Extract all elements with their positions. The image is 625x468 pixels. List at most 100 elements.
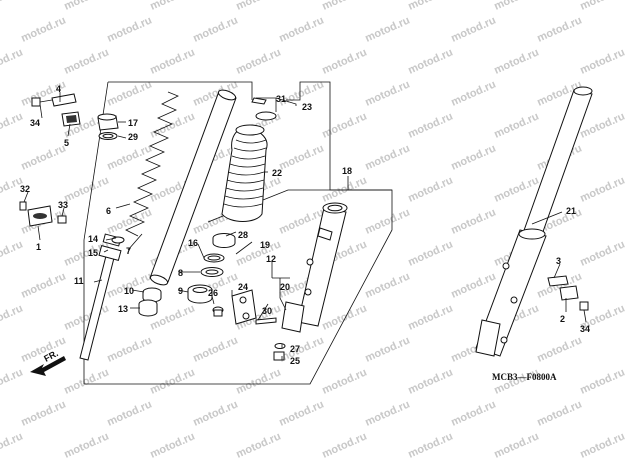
callout-12: 12 xyxy=(266,254,276,264)
watermark-text: motod.ru xyxy=(62,302,110,332)
watermark-text: motod.ru xyxy=(578,0,625,13)
watermark-text: motod.ru xyxy=(277,334,325,364)
callout-8: 8 xyxy=(178,268,183,278)
watermark-text: motod.ru xyxy=(19,270,67,300)
back-up-ring-16 xyxy=(203,253,225,263)
watermark-text: motod.ru xyxy=(406,302,454,332)
callout-13: 13 xyxy=(118,304,128,314)
watermark-text: motod.ru xyxy=(320,366,368,396)
callout-26: 26 xyxy=(208,288,218,298)
nut-33 xyxy=(57,215,67,224)
watermark-text: motod.ru xyxy=(578,430,625,460)
callout-labels: 4 34 5 17 29 6 7 14 15 11 10 13 9 8 16 2… xyxy=(20,84,590,366)
speedometer-cable-clamp-1 xyxy=(27,205,53,227)
watermark-text: motod.ru xyxy=(148,46,196,76)
caliper-bracket xyxy=(231,289,257,325)
watermark-text: motod.ru xyxy=(19,14,67,44)
watermark-text: motod.ru xyxy=(363,270,411,300)
callout-25: 25 xyxy=(290,356,300,366)
bolt-34-right xyxy=(579,301,589,311)
bolt-25 xyxy=(273,351,285,361)
o-ring-29 xyxy=(98,132,118,140)
fork-slider-bushing-13 xyxy=(138,299,158,317)
callout-14: 14 xyxy=(88,234,98,244)
watermark-text: motod.ru xyxy=(0,430,25,460)
dust-seal-28 xyxy=(212,233,236,248)
watermark-text: motod.ru xyxy=(0,366,25,396)
front-direction-arrow xyxy=(30,356,66,376)
callout-34-left: 34 xyxy=(30,118,40,128)
watermark-text: motod.ru xyxy=(105,142,153,172)
watermark-text: motod.ru xyxy=(234,46,282,76)
brake-hose-clamp-4 xyxy=(51,93,77,107)
watermark-text: motod.ru xyxy=(363,206,411,236)
watermark-text: motod.ru xyxy=(449,78,497,108)
watermark-text: motod.ru xyxy=(0,0,25,13)
callout-20: 20 xyxy=(280,282,290,292)
watermark-text: motod.ru xyxy=(406,366,454,396)
watermark-text: motod.ru xyxy=(62,46,110,76)
watermark-text: motod.ru xyxy=(62,174,110,204)
watermark-text: motod.ru xyxy=(492,0,540,13)
watermark-text: motod.ru xyxy=(363,398,411,428)
watermark-text: motod.ru xyxy=(277,14,325,44)
watermark-text: motod.ru xyxy=(406,174,454,204)
watermark-text: motod.ru xyxy=(492,174,540,204)
watermark-text: motod.ru xyxy=(191,14,239,44)
fork-damper-rod xyxy=(79,233,125,361)
callout-24: 24 xyxy=(238,282,248,292)
watermark-text: motod.ru xyxy=(19,142,67,172)
hose-guide-2 xyxy=(559,285,579,301)
watermark-text: motod.ru xyxy=(406,238,454,268)
callout-1: 1 xyxy=(36,242,41,252)
watermark-text: motod.ru xyxy=(406,0,454,13)
watermark-text: motod.ru xyxy=(363,142,411,172)
callout-18: 18 xyxy=(342,166,352,176)
watermark-text: motod.ru xyxy=(363,14,411,44)
watermark-text: motod.ru xyxy=(578,238,625,268)
watermark-text: motod.ru xyxy=(320,430,368,460)
callout-21: 21 xyxy=(566,206,576,216)
callout-31: 31 xyxy=(276,94,286,104)
watermark-text: motod.ru xyxy=(0,110,25,140)
watermark-text: motod.ru xyxy=(449,270,497,300)
callout-2: 2 xyxy=(560,314,565,324)
callout-28: 28 xyxy=(238,230,248,240)
leader-lines xyxy=(23,92,587,360)
oil-seal-9 xyxy=(187,284,213,304)
watermark-text: motod.ru xyxy=(320,46,368,76)
callout-7: 7 xyxy=(126,246,131,256)
watermark-text: motod.ru xyxy=(234,430,282,460)
watermark-text: motod.ru xyxy=(62,366,110,396)
watermark-text: motod.ru xyxy=(105,14,153,44)
callout-19: 19 xyxy=(260,240,270,250)
watermark-text: motod.ru xyxy=(492,430,540,460)
callout-23: 23 xyxy=(302,102,312,112)
hose-guide-5 xyxy=(61,111,81,127)
watermark-text: motod.ru xyxy=(449,206,497,236)
watermark-text: motod.ru xyxy=(19,398,67,428)
watermark-text: motod.ru xyxy=(62,0,110,13)
stopper-ring-8 xyxy=(200,267,224,277)
diagram-code: MCB3—F0800A xyxy=(492,372,557,382)
bolt-32 xyxy=(19,201,27,211)
brake-hose-clamp-3 xyxy=(547,275,569,287)
callout-4: 4 xyxy=(56,84,61,94)
fork-cap-17 xyxy=(97,113,119,131)
fork-spring xyxy=(125,91,179,237)
watermark-text: motod.ru xyxy=(277,142,325,172)
bolt-30 xyxy=(255,317,277,325)
callout-15: 15 xyxy=(88,248,98,258)
fork-slider-left xyxy=(281,202,348,333)
watermark-text: motod.ru xyxy=(0,302,25,332)
callout-32: 32 xyxy=(20,184,30,194)
callout-34-right: 34 xyxy=(580,324,590,334)
callout-33: 33 xyxy=(58,200,68,210)
callout-16: 16 xyxy=(188,238,198,248)
washer-27 xyxy=(274,343,286,349)
callout-17: 17 xyxy=(128,118,138,128)
watermark-text: motod.ru xyxy=(191,398,239,428)
watermark-text: motod.ru xyxy=(105,78,153,108)
fork-boot xyxy=(221,124,268,222)
